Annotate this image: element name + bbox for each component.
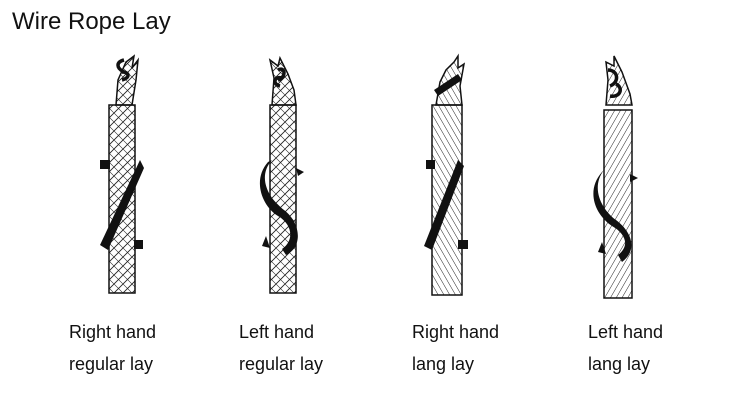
rope-figure-right-hand-regular-lay [78,50,168,300]
rope-figure-right-hand-lang-lay [412,50,502,300]
caption-left-hand-lang-lay: Left hand lang lay [588,316,728,380]
caption-line-2: lang lay [412,354,475,374]
caption-left-hand-regular-lay: Left hand regular lay [239,316,379,380]
caption-line-1: Right hand [412,322,500,342]
caption-line-1: Left hand [239,322,315,342]
caption-line-2: lang lay [588,354,651,374]
caption-line-2: regular lay [69,354,154,374]
page-title: Wire Rope Lay [12,8,171,35]
caption-right-hand-lang-lay: Right hand lang lay [412,316,552,380]
caption-line-2: regular lay [239,354,324,374]
rope-figure-left-hand-lang-lay [580,50,670,300]
caption-right-hand-regular-lay: Right hand regular lay [69,316,209,380]
rope-figure-left-hand-regular-lay [240,50,330,300]
caption-line-1: Right hand [69,322,157,342]
caption-line-1: Left hand [588,322,664,342]
